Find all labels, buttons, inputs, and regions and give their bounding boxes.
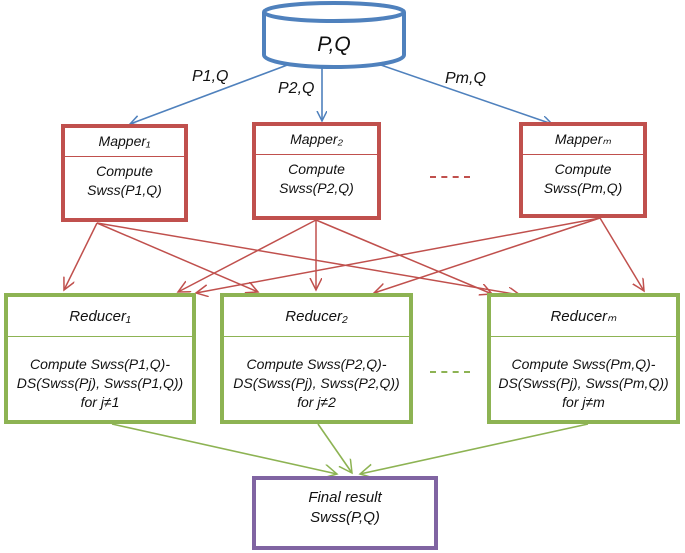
mapper-1-line2: Sᴡss(P1,Q) — [87, 182, 162, 198]
edge-source-mapper1 — [130, 63, 291, 124]
reducer-2-line1: Compute Sᴡss(P2,Q)- — [246, 356, 387, 372]
database-icon — [262, 1, 406, 69]
edge-reducerm-final — [360, 423, 589, 474]
edge-mapper2-reducerm — [315, 219, 492, 294]
edge-label-pm: Pm,Q — [445, 70, 486, 87]
mapper-2-title: Mapper₂ — [256, 126, 377, 155]
mapper-1-box: Mapper₁ Compute Sᴡss(P1,Q) — [61, 124, 188, 222]
mapper-ellipsis-dash — [430, 176, 470, 178]
reducer-2-line3: for j≠2 — [297, 394, 336, 410]
edge-mapperm-reducerm — [599, 217, 644, 291]
final-result-title: Final result — [308, 489, 382, 506]
edge-source-mapperm — [377, 63, 552, 124]
reducer-m-box: Reducerₘ Compute Sᴡss(Pm,Q)- DS(Sᴡss(Pj)… — [487, 293, 680, 424]
reducer-2-title: Reducer₂ — [224, 297, 409, 337]
reducer-m-line1: Compute Sᴡss(Pm,Q)- — [511, 356, 656, 372]
edge-mapper1-reducer1 — [64, 222, 98, 290]
edge-mapperm-reducer2 — [374, 217, 601, 293]
reducer-1-line1: Compute Sᴡss(P1,Q)- — [29, 356, 171, 372]
reducer-1-box: Reducer₁ Compute Sᴡss(P1,Q)- DS(Sᴡss(Pj)… — [4, 293, 196, 424]
edge-mapper1-reducer2 — [96, 222, 258, 292]
edge-label-p1: P1,Q — [192, 68, 229, 85]
mapper-2-box: Mapper₂ Compute Sᴡss(P2,Q) — [252, 122, 381, 220]
mapper-m-box: Mapperₘ Compute Sᴡss(Pm,Q) — [519, 122, 647, 218]
edge-mapperm-reducer1 — [196, 217, 601, 293]
edge-mapper2-reducer1 — [178, 219, 317, 292]
reducer-2-line2: DS(Sᴡss(Pj), Sᴡss(P2,Q)) — [233, 375, 400, 391]
reducer-2-box: Reducer₂ Compute Sᴡss(P2,Q)- DS(Sᴡss(Pj)… — [220, 293, 413, 424]
edge-reducer2-final — [317, 423, 352, 473]
reducer-1-line3: for j≠1 — [80, 394, 120, 410]
reducer-m-title: Reducerₘ — [491, 297, 676, 337]
edge-reducer1-final — [111, 423, 337, 474]
reducer-ellipsis-dash — [430, 371, 470, 373]
mapper-2-line1: Compute — [288, 161, 345, 177]
mapper-m-title: Mapperₘ — [523, 126, 643, 155]
reducer-1-title: Reducer₁ — [8, 297, 192, 337]
final-result-box: Final result Sᴡss(P,Q) — [252, 476, 438, 550]
mapper-m-line2: Sᴡss(Pm,Q) — [543, 180, 623, 196]
mapper-m-line1: Compute — [554, 161, 612, 177]
reducer-1-line2: DS(Sᴡss(Pj), Sᴡss(P1,Q)) — [16, 375, 184, 391]
edge-label-p2: P2,Q — [278, 80, 315, 97]
mapper-2-line2: Sᴡss(P2,Q) — [279, 180, 354, 196]
reducer-m-line2: DS(Sᴡss(Pj), Sᴡss(Pm,Q)) — [498, 375, 669, 391]
edge-mapper1-reducerm — [96, 222, 520, 295]
source-label: P,Q — [317, 33, 351, 56]
final-result-value: Sᴡss(P,Q) — [310, 509, 380, 526]
reducer-m-line3: for j≠m — [562, 394, 605, 410]
mapper-1-title: Mapper₁ — [65, 128, 184, 157]
mapper-1-line1: Compute — [96, 163, 153, 179]
